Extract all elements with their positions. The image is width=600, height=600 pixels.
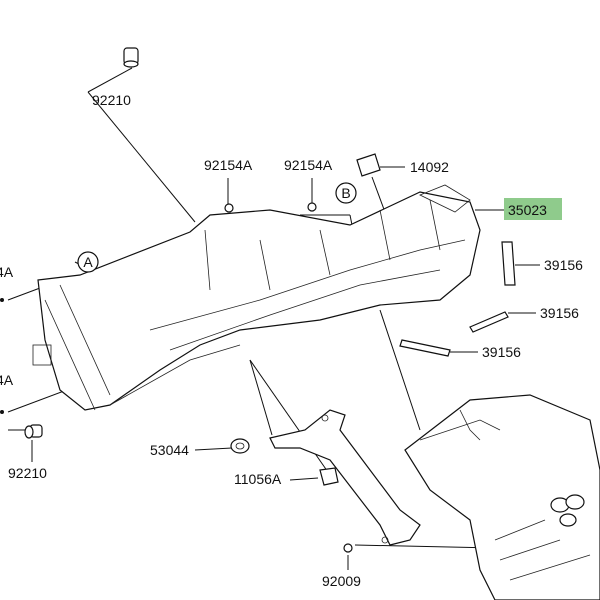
label-92009[interactable]: 92009 [322, 573, 361, 589]
bracket-assembly [269, 409, 421, 546]
label-left-upper[interactable]: 4A [0, 264, 14, 280]
leader-dots [0, 298, 4, 414]
bolt-92210-bottom [24, 424, 43, 439]
inner-fender-assembly [32, 184, 481, 411]
svg-text:A: A [83, 254, 93, 270]
callout-a: A [77, 251, 99, 273]
label-39156-2[interactable]: 39156 [540, 305, 579, 321]
label-11056a[interactable]: 11056A [234, 471, 282, 487]
screw-92154a-2 [307, 202, 317, 212]
grommet-53044 [230, 438, 250, 454]
label-39156-1[interactable]: 39156 [544, 257, 583, 273]
bolt-92009 [343, 543, 353, 553]
reflector-39156-low [399, 339, 451, 357]
label-92154a-1[interactable]: 92154A [204, 157, 253, 173]
label-92210-top[interactable]: 92210 [92, 92, 131, 108]
reflector-39156-vertical [501, 241, 516, 286]
screw-92154a-1 [224, 203, 234, 213]
part-number-labels: 92210 92154A 92154A 14092 35023 39156 39… [0, 92, 583, 589]
callout-b: B [335, 182, 357, 204]
label-14092[interactable]: 14092 [410, 159, 449, 175]
rear-fender-cover [404, 394, 600, 600]
reflector-39156-mid [469, 311, 509, 333]
clip-14092 [356, 153, 381, 177]
svg-text:B: B [341, 185, 350, 201]
label-92210-bottom[interactable]: 92210 [8, 465, 47, 481]
damper-11056a [319, 467, 339, 486]
label-39156-3[interactable]: 39156 [482, 344, 521, 360]
label-35023[interactable]: 35023 [508, 202, 547, 218]
bolt-92210-top [123, 47, 139, 68]
label-left-lower[interactable]: 4A [0, 372, 14, 388]
label-92154a-2[interactable]: 92154A [284, 157, 333, 173]
label-53044[interactable]: 53044 [150, 442, 189, 458]
part-highlight [504, 198, 562, 220]
